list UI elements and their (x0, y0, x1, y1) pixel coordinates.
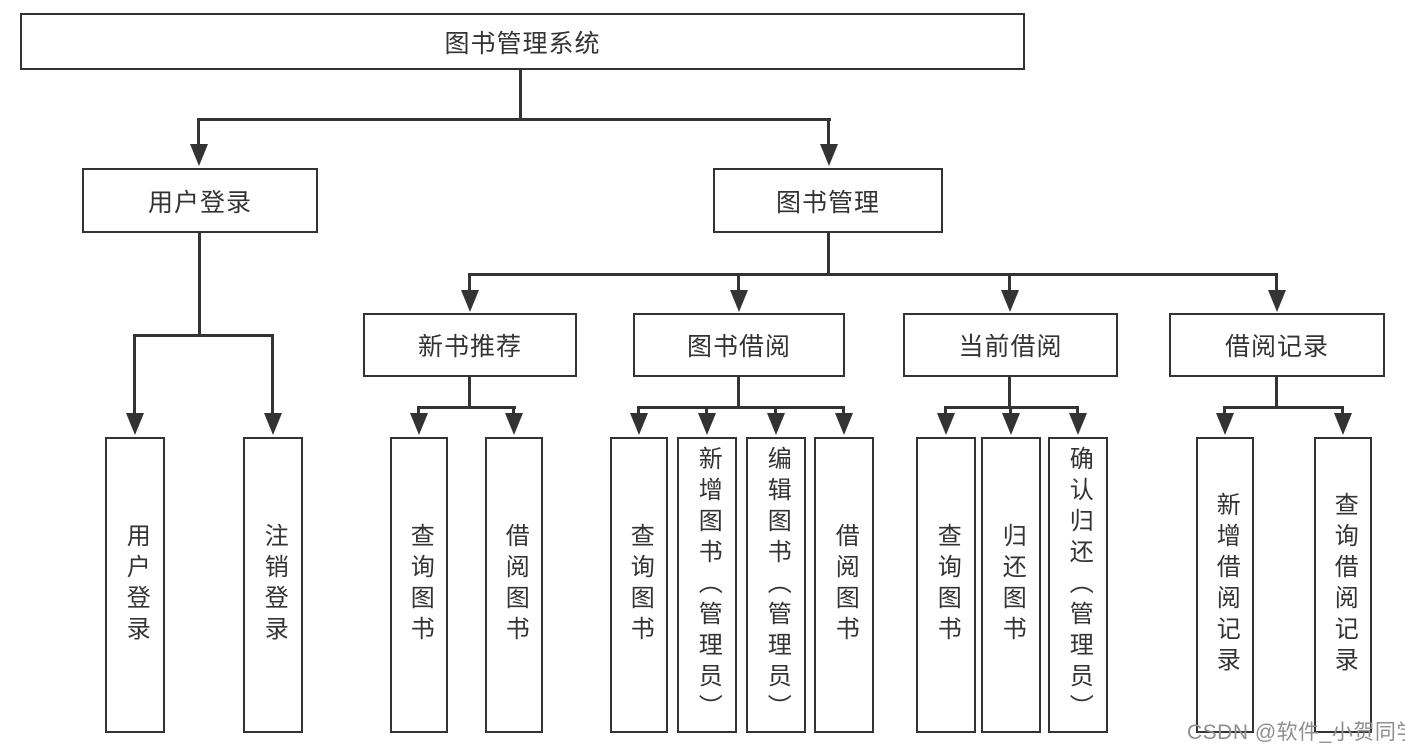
connector-line (198, 231, 201, 337)
connector-line (705, 406, 708, 418)
node-label: 借阅记录 (1224, 333, 1329, 361)
arrow-down-icon (730, 290, 748, 312)
leaf-query-books-borrowing: 查询图书 (610, 437, 668, 733)
connector-line (1008, 375, 1011, 409)
connector-line (1341, 406, 1344, 418)
leaf-edit-book-admin: 编辑图书（管理员） (746, 437, 806, 733)
leaf-query-books-current: 查询图书 (916, 437, 976, 733)
leaf-label: 新增图书（管理员） (694, 445, 722, 725)
leaf-add-borrow-record: 新增借阅记录 (1196, 437, 1254, 733)
leaf-add-book-admin: 新增图书（管理员） (677, 437, 737, 733)
arrow-down-icon (1002, 413, 1020, 435)
leaf-borrow-books: 借阅图书 (814, 437, 874, 733)
node-user-login: 用户登录 (82, 168, 318, 233)
node-label: 图书借阅 (686, 333, 791, 361)
leaf-label: 借阅图书 (501, 523, 529, 647)
leaf-label: 归还图书 (998, 523, 1026, 647)
connector-line (827, 231, 830, 276)
leaf-label: 查询图书 (626, 523, 654, 647)
leaf-label: 编辑图书（管理员） (763, 445, 791, 725)
leaf-confirm-return-admin: 确认归还（管理员） (1048, 437, 1108, 733)
connector-line (271, 334, 274, 414)
arrow-down-icon (820, 144, 838, 166)
connector-line (1223, 406, 1344, 409)
node-book-borrowing: 图书借阅 (633, 313, 845, 377)
leaf-query-books-recommend: 查询图书 (390, 437, 448, 733)
connector-line (133, 334, 274, 337)
connector-line (468, 375, 471, 409)
node-system-root: 图书管理系统 (20, 13, 1025, 70)
connector-line (512, 406, 515, 418)
node-label: 当前借阅 (958, 333, 1063, 361)
connector-line (842, 406, 845, 418)
connector-line (737, 273, 740, 293)
leaf-logout: 注销登录 (243, 437, 303, 733)
node-label: 图书管理 (775, 188, 880, 217)
leaf-label: 借阅图书 (831, 523, 859, 647)
connector-line (133, 334, 136, 414)
arrow-down-icon (767, 413, 785, 435)
arrow-down-icon (698, 413, 716, 435)
node-current-borrowing: 当前借阅 (903, 313, 1118, 377)
node-borrowing-records: 借阅记录 (1169, 313, 1385, 377)
arrow-down-icon (1216, 413, 1234, 435)
arrow-down-icon (190, 144, 208, 166)
leaf-query-borrow-record: 查询借阅记录 (1314, 437, 1372, 733)
arrow-down-icon (937, 413, 955, 435)
connector-line (1275, 273, 1278, 293)
connector-line (1223, 406, 1226, 418)
arrow-down-icon (630, 413, 648, 435)
connector-line (197, 118, 200, 148)
node-label: 图书管理系统 (444, 29, 601, 58)
connector-line (637, 406, 845, 409)
arrow-down-icon (410, 413, 428, 435)
leaf-user-login: 用户登录 (105, 437, 165, 733)
node-new-book-recommendation: 新书推荐 (363, 313, 577, 377)
leaf-label: 注销登录 (260, 523, 288, 647)
arrow-down-icon (264, 413, 282, 435)
connector-line (1008, 273, 1011, 293)
connector-line (774, 406, 777, 418)
connector-line (827, 118, 830, 148)
connector-line (1275, 375, 1278, 409)
leaf-label: 查询图书 (933, 523, 961, 647)
arrow-down-icon (126, 413, 144, 435)
arrow-down-icon (461, 290, 479, 312)
connector-line (1009, 406, 1012, 418)
leaf-label: 查询借阅记录 (1330, 492, 1358, 678)
leaf-label: 查询图书 (406, 523, 434, 647)
leaf-label: 确认归还（管理员） (1065, 445, 1093, 725)
connector-line (197, 118, 831, 121)
node-label: 新书推荐 (417, 333, 522, 361)
connector-line (1076, 406, 1079, 418)
arrow-down-icon (835, 413, 853, 435)
watermark: CSDN @软件_小贺同学 (1187, 721, 1405, 744)
arrow-down-icon (1268, 290, 1286, 312)
connector-line (737, 375, 740, 409)
arrow-down-icon (1001, 290, 1019, 312)
arrow-down-icon (1334, 413, 1352, 435)
connector-line (519, 68, 522, 121)
arrow-down-icon (1069, 413, 1087, 435)
node-label: 用户登录 (147, 188, 252, 217)
connector-line (417, 406, 420, 418)
leaf-label: 用户登录 (122, 523, 150, 647)
connector-line (468, 273, 1278, 276)
connector-line (944, 406, 947, 418)
leaf-label: 新增借阅记录 (1212, 492, 1240, 678)
leaf-borrow-books-recommend: 借阅图书 (485, 437, 543, 733)
leaf-return-books: 归还图书 (981, 437, 1041, 733)
connector-line (468, 273, 471, 293)
connector-line (417, 406, 516, 409)
arrow-down-icon (505, 413, 523, 435)
node-book-management: 图书管理 (713, 168, 943, 233)
connector-line (637, 406, 640, 418)
